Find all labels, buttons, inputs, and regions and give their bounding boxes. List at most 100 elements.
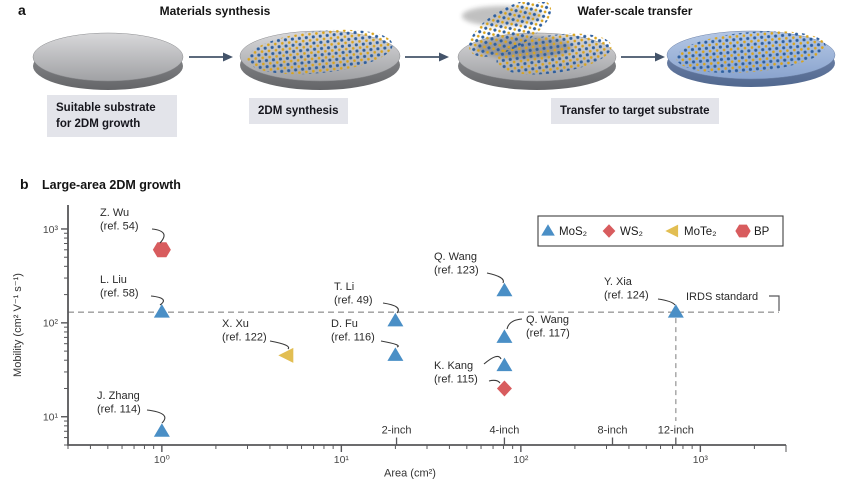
data-point-marker — [387, 347, 404, 361]
triangle-up-icon — [541, 224, 555, 236]
annotation-text: Q. Wang — [526, 314, 569, 326]
data-point-marker — [496, 329, 513, 343]
data-point-marker — [496, 282, 513, 297]
data-point-marker — [153, 423, 170, 437]
annotation: Y. Xia (ref. 124) — [604, 276, 676, 306]
series-MoTe₂ — [278, 347, 294, 363]
annotation-connector — [146, 409, 166, 424]
legend-label: MoTe₂ — [684, 226, 717, 238]
2dm-lattice-film — [676, 31, 826, 73]
annotation-text: (ref. 116) — [331, 332, 375, 344]
annotation-text: Z. Wu — [100, 207, 129, 219]
data-point-marker — [496, 357, 513, 372]
annotation-connector — [150, 295, 164, 306]
data-point-marker — [152, 242, 171, 258]
annotation: Z. Wu (ref. 54) — [100, 207, 165, 244]
annotation-text: X. Xu — [222, 318, 249, 330]
wafer-size-label: 8-inch — [598, 425, 628, 437]
legend-box — [537, 215, 784, 247]
annotation: Q. Wang (ref. 117) — [506, 314, 570, 340]
annotation-text: (ref. 58) — [100, 288, 139, 300]
arrow-right-icon — [189, 52, 233, 62]
data-point-marker — [667, 304, 684, 318]
heading-materials-synthesis: Materials synthesis — [159, 4, 271, 18]
irds-standard-label: IRDS standard — [686, 291, 758, 303]
annotation-connector — [483, 355, 502, 365]
2dm-film-attached — [496, 33, 612, 75]
annotation-connector — [269, 340, 290, 350]
y-tick-label: 10² — [43, 318, 59, 330]
hexagon-icon — [735, 224, 751, 238]
annotation-text: (ref. 54) — [100, 221, 139, 233]
x-tick-label: 10³ — [693, 454, 709, 466]
annotation-text: Q. Wang — [434, 251, 477, 263]
annotation-text: (ref. 122) — [222, 332, 267, 344]
annotation-text: (ref. 124) — [604, 290, 649, 302]
panel-b-label: b — [20, 176, 29, 192]
annotation-text: L. Liu — [100, 274, 127, 286]
annotation-text: Y. Xia — [604, 276, 633, 288]
annotation-connector — [380, 340, 399, 348]
annotation: J. Zhang (ref. 114) — [97, 390, 166, 424]
series-BP — [152, 242, 171, 258]
data-point-marker — [387, 312, 404, 327]
annotation-connector — [382, 302, 399, 314]
heading-wafer-scale-transfer: Wafer-scale transfer — [577, 4, 693, 18]
annotation: D. Fu (ref. 116) — [331, 318, 399, 348]
annotation: K. Kang (ref. 115) — [434, 355, 502, 386]
2dm-film-lifted-flap — [468, 2, 552, 57]
wafer-size-label: 2-inch — [382, 425, 412, 437]
annotation-text: T. Li — [334, 281, 354, 293]
annotation-connector — [657, 298, 676, 306]
series-WS₂ — [496, 380, 512, 397]
annotation: Q. Wang (ref. 123) — [434, 251, 504, 284]
annotation-text: (ref. 114) — [97, 404, 141, 416]
wafer-size-label: 4-inch — [489, 425, 519, 437]
wafer-target-substrate-illustration — [666, 30, 836, 87]
legend-label: BP — [754, 226, 770, 238]
panel-a-label: a — [18, 2, 26, 18]
legend-label: MoS₂ — [559, 226, 587, 238]
series-MoS₂ — [153, 282, 684, 437]
annotation-text: K. Kang — [434, 360, 473, 372]
arrow-right-icon — [621, 52, 665, 62]
wafer-size-label: 12-inch — [658, 425, 694, 437]
caption-2dm-synthesis: 2DM synthesis — [249, 98, 348, 125]
y-axis-title: Mobility (cm² V⁻¹ s⁻¹) — [12, 273, 24, 377]
annotation: X. Xu (ref. 122) — [222, 318, 290, 350]
x-axis-title: Area (cm²) — [384, 468, 436, 480]
irds-bracket — [769, 295, 780, 311]
annotation: L. Liu (ref. 58) — [100, 274, 164, 306]
x-tick-label: 10¹ — [334, 454, 350, 466]
annotation-text: (ref. 123) — [434, 265, 479, 277]
annotation-connector — [506, 318, 523, 330]
caption-transfer-target: Transfer to target substrate — [551, 98, 719, 125]
data-point-marker — [153, 304, 170, 318]
legend: MoS₂ WS₂ MoTe₂ BP — [537, 215, 784, 247]
wafer-bare-substrate-illustration — [32, 32, 184, 90]
annotation-text: (ref. 115) — [434, 374, 478, 386]
annotation-text: J. Zhang — [97, 390, 140, 402]
legend-label: WS₂ — [620, 226, 643, 238]
annotation-connector — [488, 379, 501, 384]
diamond-icon — [602, 224, 616, 238]
wafer-2dm-synthesis-illustration — [239, 29, 401, 90]
data-point-marker — [278, 347, 294, 363]
triangle-left-icon — [665, 224, 679, 238]
y-tick-label: 10³ — [43, 224, 59, 236]
wafer-size-markers: 2-inch 4-inch 8-inch 12-inch — [382, 425, 694, 445]
arrow-right-icon — [405, 52, 449, 62]
data-point-marker — [496, 380, 512, 397]
2dm-lattice-film — [247, 29, 393, 75]
annotation-text: (ref. 117) — [526, 328, 570, 340]
annotation: T. Li (ref. 49) — [334, 281, 399, 314]
annotation-connector — [151, 228, 165, 244]
annotation-text: D. Fu — [331, 318, 358, 330]
y-tick-label: 10¹ — [43, 412, 59, 424]
wafer-peeling-film-illustration — [457, 2, 617, 90]
x-tick-label: 10² — [513, 454, 529, 466]
chart-title: Large-area 2DM growth — [42, 178, 181, 192]
annotation-text: (ref. 49) — [334, 295, 373, 307]
